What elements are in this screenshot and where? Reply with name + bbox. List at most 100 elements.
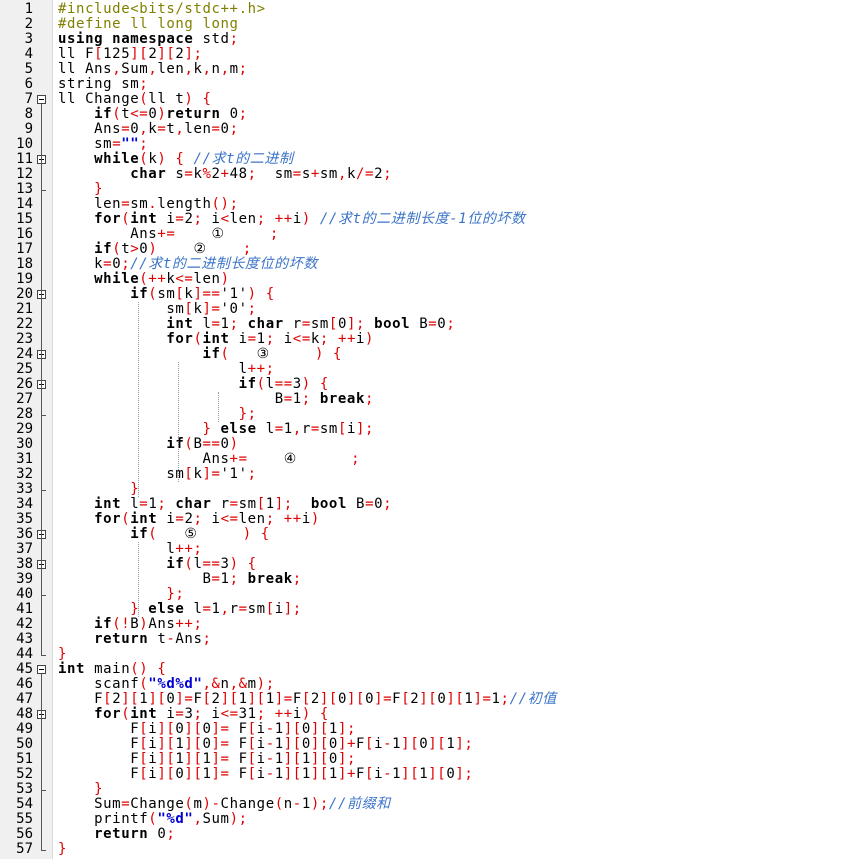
- code-token: 31: [238, 706, 257, 722]
- code-line[interactable]: Ans+= ④ ;: [58, 452, 360, 467]
- code-line[interactable]: if(sm[k]=='1') {: [58, 287, 275, 302]
- code-line[interactable]: for(int i=1; i<=k; ++i): [58, 332, 374, 347]
- code-token: sm: [130, 196, 149, 212]
- code-token: n: [283, 796, 293, 812]
- code-line[interactable]: }: [58, 482, 139, 497]
- code-token: ): [139, 616, 149, 632]
- code-line[interactable]: } else l=1,r=sm[i];: [58, 422, 374, 437]
- code-token: ,: [220, 61, 230, 77]
- code-line[interactable]: B=1; break;: [58, 392, 374, 407]
- line-number: 52: [16, 766, 33, 782]
- code-line[interactable]: if( ③ ) {: [58, 347, 342, 362]
- code-token: m: [193, 796, 203, 812]
- code-token: =: [428, 316, 438, 332]
- code-line[interactable]: len=sm.length();: [58, 197, 239, 212]
- code-line[interactable]: Ans+= ① ;: [58, 227, 279, 242]
- code-token: =: [211, 571, 221, 587]
- code-line[interactable]: };: [58, 407, 257, 422]
- code-line[interactable]: if(l==3) {: [58, 557, 257, 572]
- code-token: "%d%d": [148, 676, 203, 692]
- code-token: len: [193, 271, 221, 287]
- code-token: return: [166, 106, 230, 122]
- line-number: 41: [16, 601, 33, 617]
- code-line[interactable]: };: [58, 587, 184, 602]
- code-line[interactable]: printf("%d",Sum);: [58, 812, 248, 827]
- code-token: [58, 286, 130, 302]
- code-line[interactable]: sm[k]='1';: [58, 467, 257, 482]
- code-token: ];: [455, 766, 474, 782]
- code-line[interactable]: }: [58, 182, 103, 197]
- code-token: ];: [356, 421, 375, 437]
- code-token: =: [365, 496, 375, 512]
- code-token: 0: [130, 121, 140, 137]
- code-token: i: [256, 736, 266, 752]
- code-token: printf: [58, 811, 149, 827]
- code-line[interactable]: F[i][1][1]= F[i-1][1][0];: [58, 752, 356, 767]
- code-token: ,: [202, 61, 212, 77]
- code-line[interactable]: int l=1; char r=sm[1]; bool B=0;: [58, 497, 392, 512]
- code-line[interactable]: if(t>0) ② ;: [58, 242, 252, 257]
- code-line[interactable]: ll F[125][2][2];: [58, 47, 203, 62]
- code-line[interactable]: #define ll long long: [58, 17, 239, 32]
- code-line[interactable]: l++;: [58, 542, 202, 557]
- line-number: 34: [16, 496, 33, 512]
- fold-toggle-icon[interactable]: [37, 665, 46, 674]
- code-line[interactable]: scanf("%d%d",&n,&m);: [58, 677, 275, 692]
- code-line[interactable]: F[i][0][0]= F[i-1][0][1];: [58, 722, 356, 737]
- code-line[interactable]: int main() {: [58, 662, 166, 677]
- code-line[interactable]: for(int i=3; i<=31; ++i) {: [58, 707, 329, 722]
- code-line[interactable]: while(k) { //求t的二进制: [58, 152, 294, 167]
- code-token: [58, 346, 202, 362]
- code-line[interactable]: }: [58, 647, 67, 662]
- code-line[interactable]: return 0;: [58, 827, 175, 842]
- code-line[interactable]: F[i][1][0]= F[i-1][0][0]+F[i-1][0][1];: [58, 737, 473, 752]
- code-line[interactable]: B=1; break;: [58, 572, 302, 587]
- code-token: 2: [310, 691, 320, 707]
- code-line[interactable]: sm="";: [58, 137, 148, 152]
- code-token: 1: [265, 496, 275, 512]
- code-line[interactable]: for(int i=2; i<len; ++i) //求t的二进制长度-1位的坏…: [58, 212, 526, 227]
- code-line[interactable]: l++;: [58, 362, 275, 377]
- code-token: for: [94, 706, 122, 722]
- code-token: ;: [229, 121, 239, 137]
- code-line[interactable]: string sm;: [58, 77, 148, 92]
- code-line[interactable]: for(int i=2; i<=len; ++i): [58, 512, 320, 527]
- code-token: k: [310, 331, 320, 347]
- fold-toggle-icon[interactable]: [37, 95, 46, 104]
- code-line[interactable]: Sum=Change(m)-Change(n-1);//前缀和: [58, 797, 391, 812]
- code-token: B: [130, 616, 140, 632]
- code-token: m: [229, 61, 239, 77]
- code-line[interactable]: }: [58, 782, 103, 797]
- code-token: [: [337, 421, 347, 437]
- code-line[interactable]: }: [58, 842, 67, 857]
- fold-end-marker: [41, 415, 46, 416]
- code-line[interactable]: if(!B)Ans++;: [58, 617, 203, 632]
- code-line[interactable]: Ans=0,k=t,len=0;: [58, 122, 239, 137]
- code-token: ]=: [175, 691, 194, 707]
- code-token: F: [193, 691, 203, 707]
- code-line[interactable]: } else l=1,r=sm[i];: [58, 602, 302, 617]
- code-token: if: [94, 616, 113, 632]
- code-line[interactable]: F[i][0][1]= F[i-1][1][1]+F[i-1][1][0];: [58, 767, 473, 782]
- code-line[interactable]: k=0;//求t的二进制长度位的坏数: [58, 257, 318, 272]
- code-token: B: [419, 316, 429, 332]
- code-line[interactable]: while(++k<=len): [58, 272, 230, 287]
- code-token: sm: [58, 466, 185, 482]
- code-token: (: [184, 796, 194, 812]
- code-token: ;: [292, 571, 302, 587]
- code-line[interactable]: char s=k%2+48; sm=s+sm,k/=2;: [58, 167, 392, 182]
- code-line[interactable]: if(t<=0)return 0;: [58, 107, 248, 122]
- code-line[interactable]: using namespace std;: [58, 32, 239, 47]
- code-line[interactable]: sm[k]='0';: [58, 302, 257, 317]
- code-line[interactable]: if( ⑤ ) {: [58, 527, 270, 542]
- code-line[interactable]: #include<bits/stdc++.h>: [58, 2, 266, 17]
- code-line[interactable]: if(l==3) {: [58, 377, 329, 392]
- code-line[interactable]: F[2][1][0]=F[2][1][1]=F[2][0][0]=F[2][0]…: [58, 692, 557, 707]
- code-line[interactable]: ll Change(ll t) {: [58, 92, 212, 107]
- code-line[interactable]: if(B==0): [58, 437, 239, 452]
- code-token: -: [166, 631, 176, 647]
- code-line[interactable]: int l=1; char r=sm[0]; bool B=0;: [58, 317, 455, 332]
- code-line[interactable]: ll Ans,Sum,len,k,n,m;: [58, 62, 248, 77]
- code-line[interactable]: return t-Ans;: [58, 632, 212, 647]
